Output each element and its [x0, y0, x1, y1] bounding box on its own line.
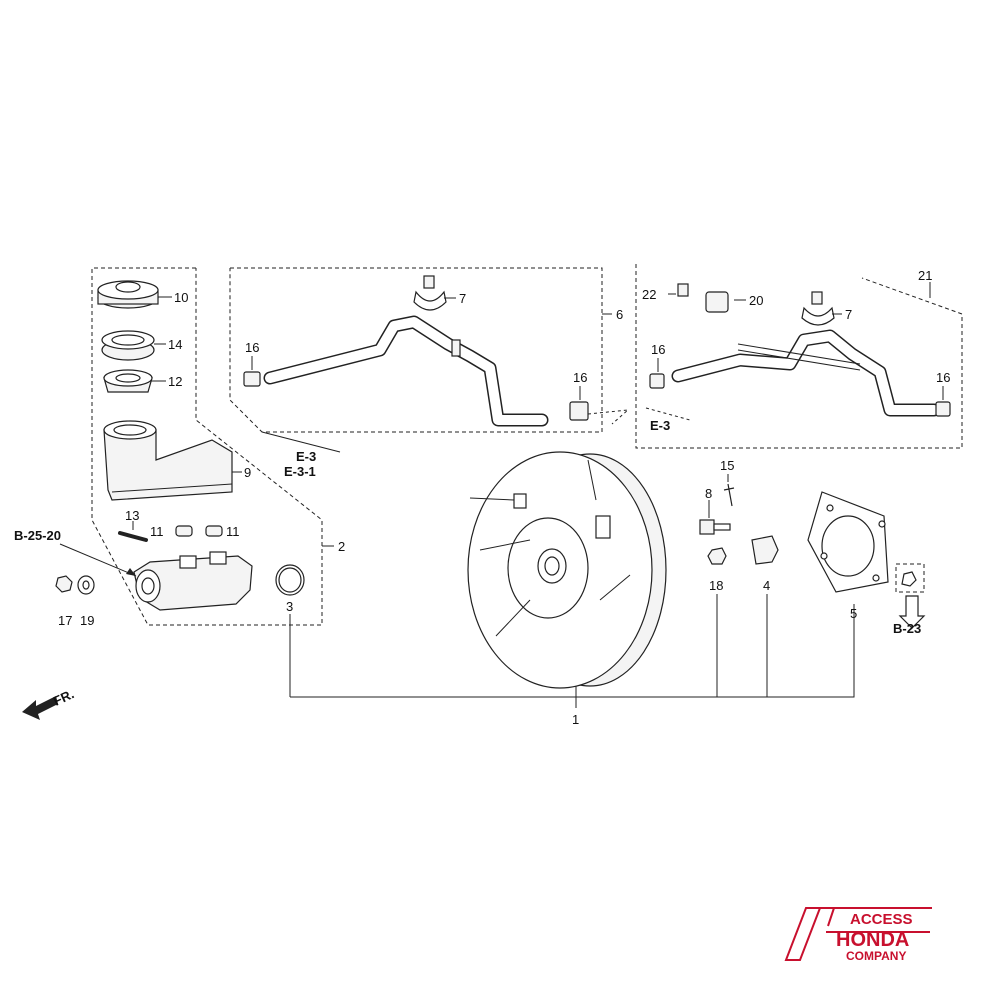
hose-clamp-16-right-a	[649, 358, 665, 389]
reservoir-seal-b	[205, 525, 223, 537]
clip-15	[723, 474, 735, 507]
o-ring	[275, 564, 305, 697]
label-part-8: 8	[705, 486, 712, 501]
reservoir-seal-a	[175, 525, 193, 537]
front-direction-arrow	[22, 696, 58, 720]
label-part-12: 12	[168, 374, 182, 389]
label-part-6: 6	[616, 307, 623, 322]
booster-gasket-5	[807, 491, 889, 622]
master-cylinder-group-box	[91, 267, 323, 626]
label-part-22: 22	[642, 287, 656, 302]
reservoir-cap	[97, 280, 172, 309]
label-part-16d: 16	[936, 370, 950, 385]
label-part-18: 18	[709, 578, 723, 593]
brand-line-company: COMPANY	[846, 949, 906, 963]
access-honda-logo: ACCESS HONDA COMPANY	[784, 907, 932, 963]
hose-clamp-7-right	[801, 291, 842, 326]
hose-clamp-16-left-a	[243, 356, 261, 387]
ref-b-25-20: B-25-20	[14, 528, 61, 543]
washer-19	[77, 575, 95, 595]
label-part-7b: 7	[845, 307, 852, 322]
label-part-16c: 16	[651, 342, 665, 357]
brake-booster	[467, 451, 667, 689]
label-part-4: 4	[763, 578, 770, 593]
label-part-11b: 11	[226, 524, 240, 539]
label-part-11a: 11	[150, 524, 164, 539]
label-part-21: 21	[918, 268, 932, 283]
label-front-direction: FR.	[51, 686, 76, 708]
ref-e-3-left: E-3	[296, 449, 316, 464]
hose-clamp-7-left	[413, 275, 456, 311]
vacuum-hose-left	[263, 315, 549, 427]
master-cylinder-body	[133, 551, 253, 611]
bolt-22	[668, 283, 689, 297]
vacuum-sensor-20	[705, 291, 746, 313]
ref-e-3-1-left: E-3-1	[284, 464, 316, 479]
label-part-10: 10	[174, 290, 188, 305]
label-part-2: 2	[338, 539, 345, 554]
ref-b-23-box	[895, 563, 926, 629]
vacuum-hose-right	[671, 329, 941, 417]
label-part-7a: 7	[459, 291, 466, 306]
hose-clamp-16-left-b	[569, 386, 589, 421]
hose-group-box-left	[229, 267, 603, 433]
brand-line-access: ACCESS	[850, 911, 913, 928]
bolt-8	[699, 500, 731, 535]
nut-17	[55, 575, 73, 593]
label-part-9: 9	[244, 465, 251, 480]
label-part-1: 1	[572, 712, 579, 727]
label-part-5: 5	[850, 606, 857, 621]
reservoir-pin	[118, 521, 148, 542]
clevis-4	[751, 535, 779, 697]
label-part-3: 3	[286, 599, 293, 614]
ref-b-23: B-23	[893, 621, 921, 636]
ref-e-3-right: E-3	[650, 418, 670, 433]
label-part-14: 14	[168, 337, 182, 352]
hose-group-box-right	[635, 264, 963, 449]
reservoir-filter	[101, 330, 166, 361]
brake-fluid-reservoir	[103, 420, 242, 501]
label-part-16a: 16	[245, 340, 259, 355]
label-part-19: 19	[80, 613, 94, 628]
label-part-15: 15	[720, 458, 734, 473]
label-part-20: 20	[749, 293, 763, 308]
brand-line-honda: HONDA	[836, 929, 909, 951]
label-part-13: 13	[125, 508, 139, 523]
hose-clamp-16-right-b	[935, 386, 951, 417]
nut-18	[707, 547, 727, 697]
reservoir-strainer	[103, 369, 166, 393]
label-part-17: 17	[58, 613, 72, 628]
label-part-16b: 16	[573, 370, 587, 385]
